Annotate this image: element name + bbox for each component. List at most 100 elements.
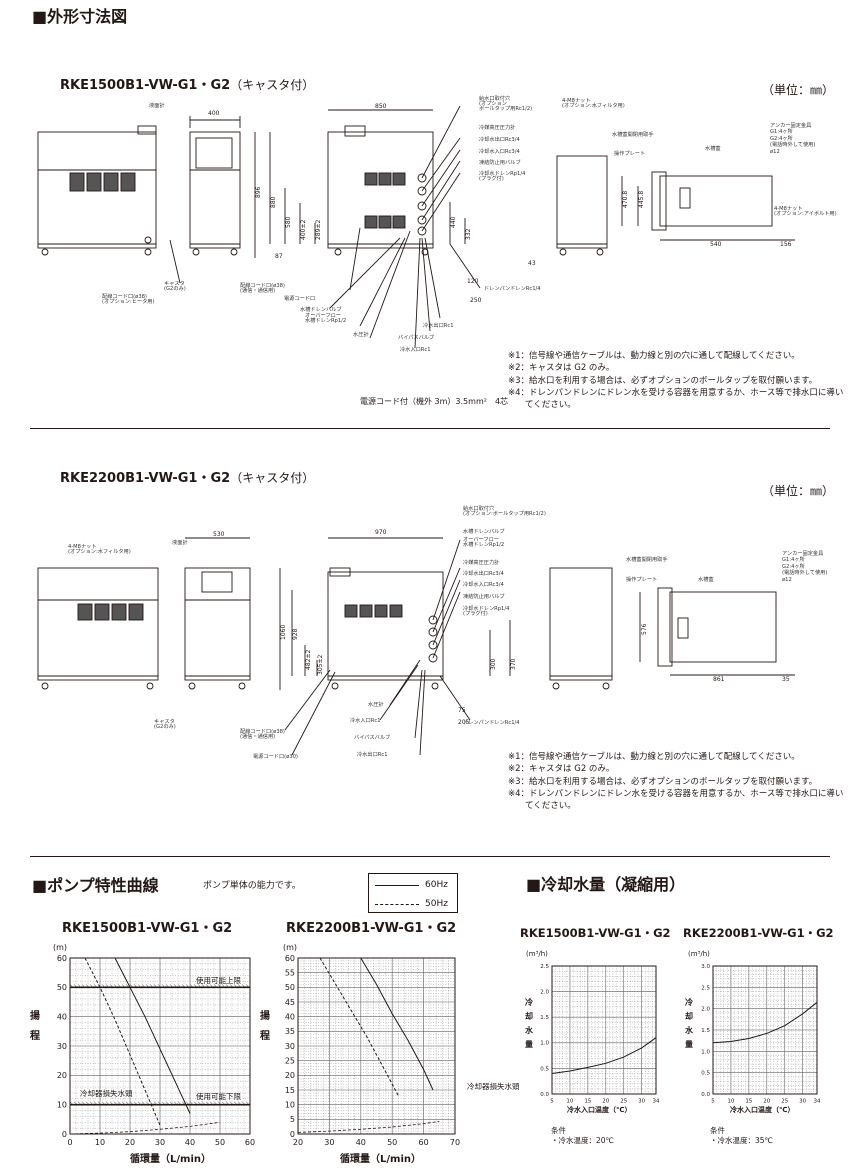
label-shutoff-valve: 凍結防止用バルブ <box>479 160 521 166</box>
svg-text:400: 400 <box>208 110 220 117</box>
y-tick-label: 20 <box>285 1071 295 1080</box>
notes-2200: ※1：信号線や通信ケーブルは、動力線と別の穴に通して配線してください。 ※2：キ… <box>508 751 843 812</box>
svg-text:300: 300 <box>490 658 497 670</box>
limit-hatch <box>181 984 186 988</box>
svg-text:400±2: 400±2 <box>300 220 307 240</box>
pump-chart-2-xlabel: 循環量（L/min） <box>340 1154 421 1165</box>
drawing-rke1500: 896 880 580 400±2 289±2 850 400 440 332 … <box>37 103 795 349</box>
limit-hatch <box>73 1101 78 1105</box>
limit-hatch <box>89 1101 94 1105</box>
limit-hatch <box>173 984 178 988</box>
label-anchor: アンカー固定金具 G1:4ヶ所 G2:4ヶ所 (電話時外して使用) ø12 <box>770 123 816 155</box>
svg-text:576: 576 <box>641 623 648 635</box>
cond-loss-label: 冷却器損失水頭 <box>80 1089 133 1098</box>
y-tick-label: 5 <box>290 1115 295 1124</box>
limit-hatch <box>145 1101 150 1105</box>
y-tick-label: 2.0 <box>701 1007 710 1013</box>
svg-text:35: 35 <box>782 676 790 683</box>
label-caster: キャスタ (G2のみ) <box>164 281 186 293</box>
limit-hatch <box>157 1101 162 1105</box>
limit-hatch <box>133 984 138 988</box>
x-tick-label: 60 <box>245 1138 255 1147</box>
svg-text:970: 970 <box>375 529 387 536</box>
limit-hatch <box>229 1101 234 1105</box>
label-tank-drain: 水槽ドレンバルブ <box>300 307 342 313</box>
limit-hatch <box>233 984 238 988</box>
cool-chart-2-xlabel: 冷水入口温度（℃） <box>730 1106 795 1114</box>
pump-chart-2-title: RKE2200B1-VW-G1・G2 <box>286 921 457 936</box>
svg-text:470.8: 470.8 <box>622 191 629 208</box>
legend-box: 60Hz 50Hz <box>368 873 458 913</box>
y-tick-label: 2.5 <box>540 964 549 970</box>
y-tick-label: 0.0 <box>701 1092 710 1098</box>
limit-hatch <box>105 984 110 988</box>
y-tick-label: 50 <box>57 983 67 992</box>
cool-chart-2-ylabel: 冷 却 水 量 <box>685 998 693 1049</box>
svg-text:87: 87 <box>275 253 283 260</box>
limit-hatch <box>81 1101 86 1105</box>
y-tick-label: 60 <box>57 954 67 963</box>
plot-frame <box>712 965 818 1095</box>
label-tank-drain: 水槽ドレンバルブ <box>463 529 505 535</box>
label-water-pressure: 水圧計 <box>353 332 369 338</box>
x-tick-label: 30 <box>155 1138 165 1147</box>
y-tick-label: 1.5 <box>701 1028 710 1034</box>
note-line: ※4：ドレンパンドレンにドレン水を受ける容器を用意するか、ホース等で排水口に導い <box>508 788 844 799</box>
label-anchor: アンカー固定金具 G1:4ヶ所 G2:4ヶ所 (電話時外して使用) ø12 <box>782 551 828 583</box>
label-shutoff-valve: 凍結防止用バルブ <box>463 594 505 600</box>
y-tick-label: 55 <box>285 968 295 977</box>
x-tick-label: 50 <box>215 1138 225 1147</box>
series-line <box>319 957 399 1097</box>
limit-hatch <box>137 984 142 988</box>
series-line <box>360 957 434 1091</box>
x-tick-label: 5 <box>711 1099 715 1105</box>
x-tick-label: 60 <box>419 1138 429 1147</box>
series-line <box>84 957 161 1126</box>
cool-chart-1-cond-title: 条件 <box>551 1126 566 1135</box>
limit-hatch <box>177 984 182 988</box>
label-overflow: オーバーフロー 水槽ドレンRp1/2 <box>305 313 347 325</box>
y-tick-label: 25 <box>285 1056 295 1065</box>
pump-chart-1-unit: (m) <box>53 943 68 952</box>
svg-text:75: 75 <box>458 707 466 714</box>
limit-hatch <box>77 984 82 988</box>
limit-hatch <box>217 984 222 988</box>
y-tick-label: 0.0 <box>540 1092 549 1098</box>
y-tick-label: 2.0 <box>540 990 549 996</box>
limit-hatch <box>189 1101 194 1105</box>
svg-text:540: 540 <box>710 241 722 248</box>
svg-text:580: 580 <box>285 216 292 228</box>
x-tick-label: 10 <box>95 1138 105 1147</box>
series-line <box>69 1121 221 1135</box>
svg-text:1060: 1060 <box>280 625 287 640</box>
x-tick-label: 30 <box>638 1099 645 1105</box>
limit-hatch <box>169 1101 174 1105</box>
label-tank-cover-handle: 水槽蓋開閉用取手 <box>626 557 668 563</box>
legend-line-50hz <box>375 904 419 905</box>
y-tick-label: 20 <box>57 1071 67 1080</box>
limit-hatch <box>181 1101 186 1105</box>
limit-hatch <box>209 1101 214 1105</box>
x-tick-label: 15 <box>584 1099 591 1105</box>
x-tick-label: 10 <box>566 1099 573 1105</box>
svg-text:530: 530 <box>213 531 225 538</box>
y-tick-label: 35 <box>285 1027 295 1036</box>
svg-text:43: 43 <box>528 260 536 267</box>
x-tick-label: 50 <box>387 1138 397 1147</box>
y-tick-label: 10 <box>285 1100 295 1109</box>
limit-hatch <box>125 1101 130 1105</box>
y-tick-label: 0 <box>62 1130 67 1139</box>
limit-hatch <box>161 984 166 988</box>
limit-hatch <box>101 984 106 988</box>
series-line <box>297 1121 440 1133</box>
pump-chart-2-unit: (m) <box>283 943 298 952</box>
limit-hatch <box>153 984 158 988</box>
limit-hatch <box>225 984 230 988</box>
unit-label: （単位：㎜） <box>762 484 835 498</box>
label-bypass-valve: バイパスバルブ <box>354 735 391 741</box>
y-tick-label: 1.0 <box>701 1049 710 1055</box>
divider <box>30 428 830 429</box>
limit-hatch <box>205 1101 210 1105</box>
note-line: ※3：給水口を利用する場合は、必ずオプションのボールタップを取付願います。 <box>508 776 818 787</box>
